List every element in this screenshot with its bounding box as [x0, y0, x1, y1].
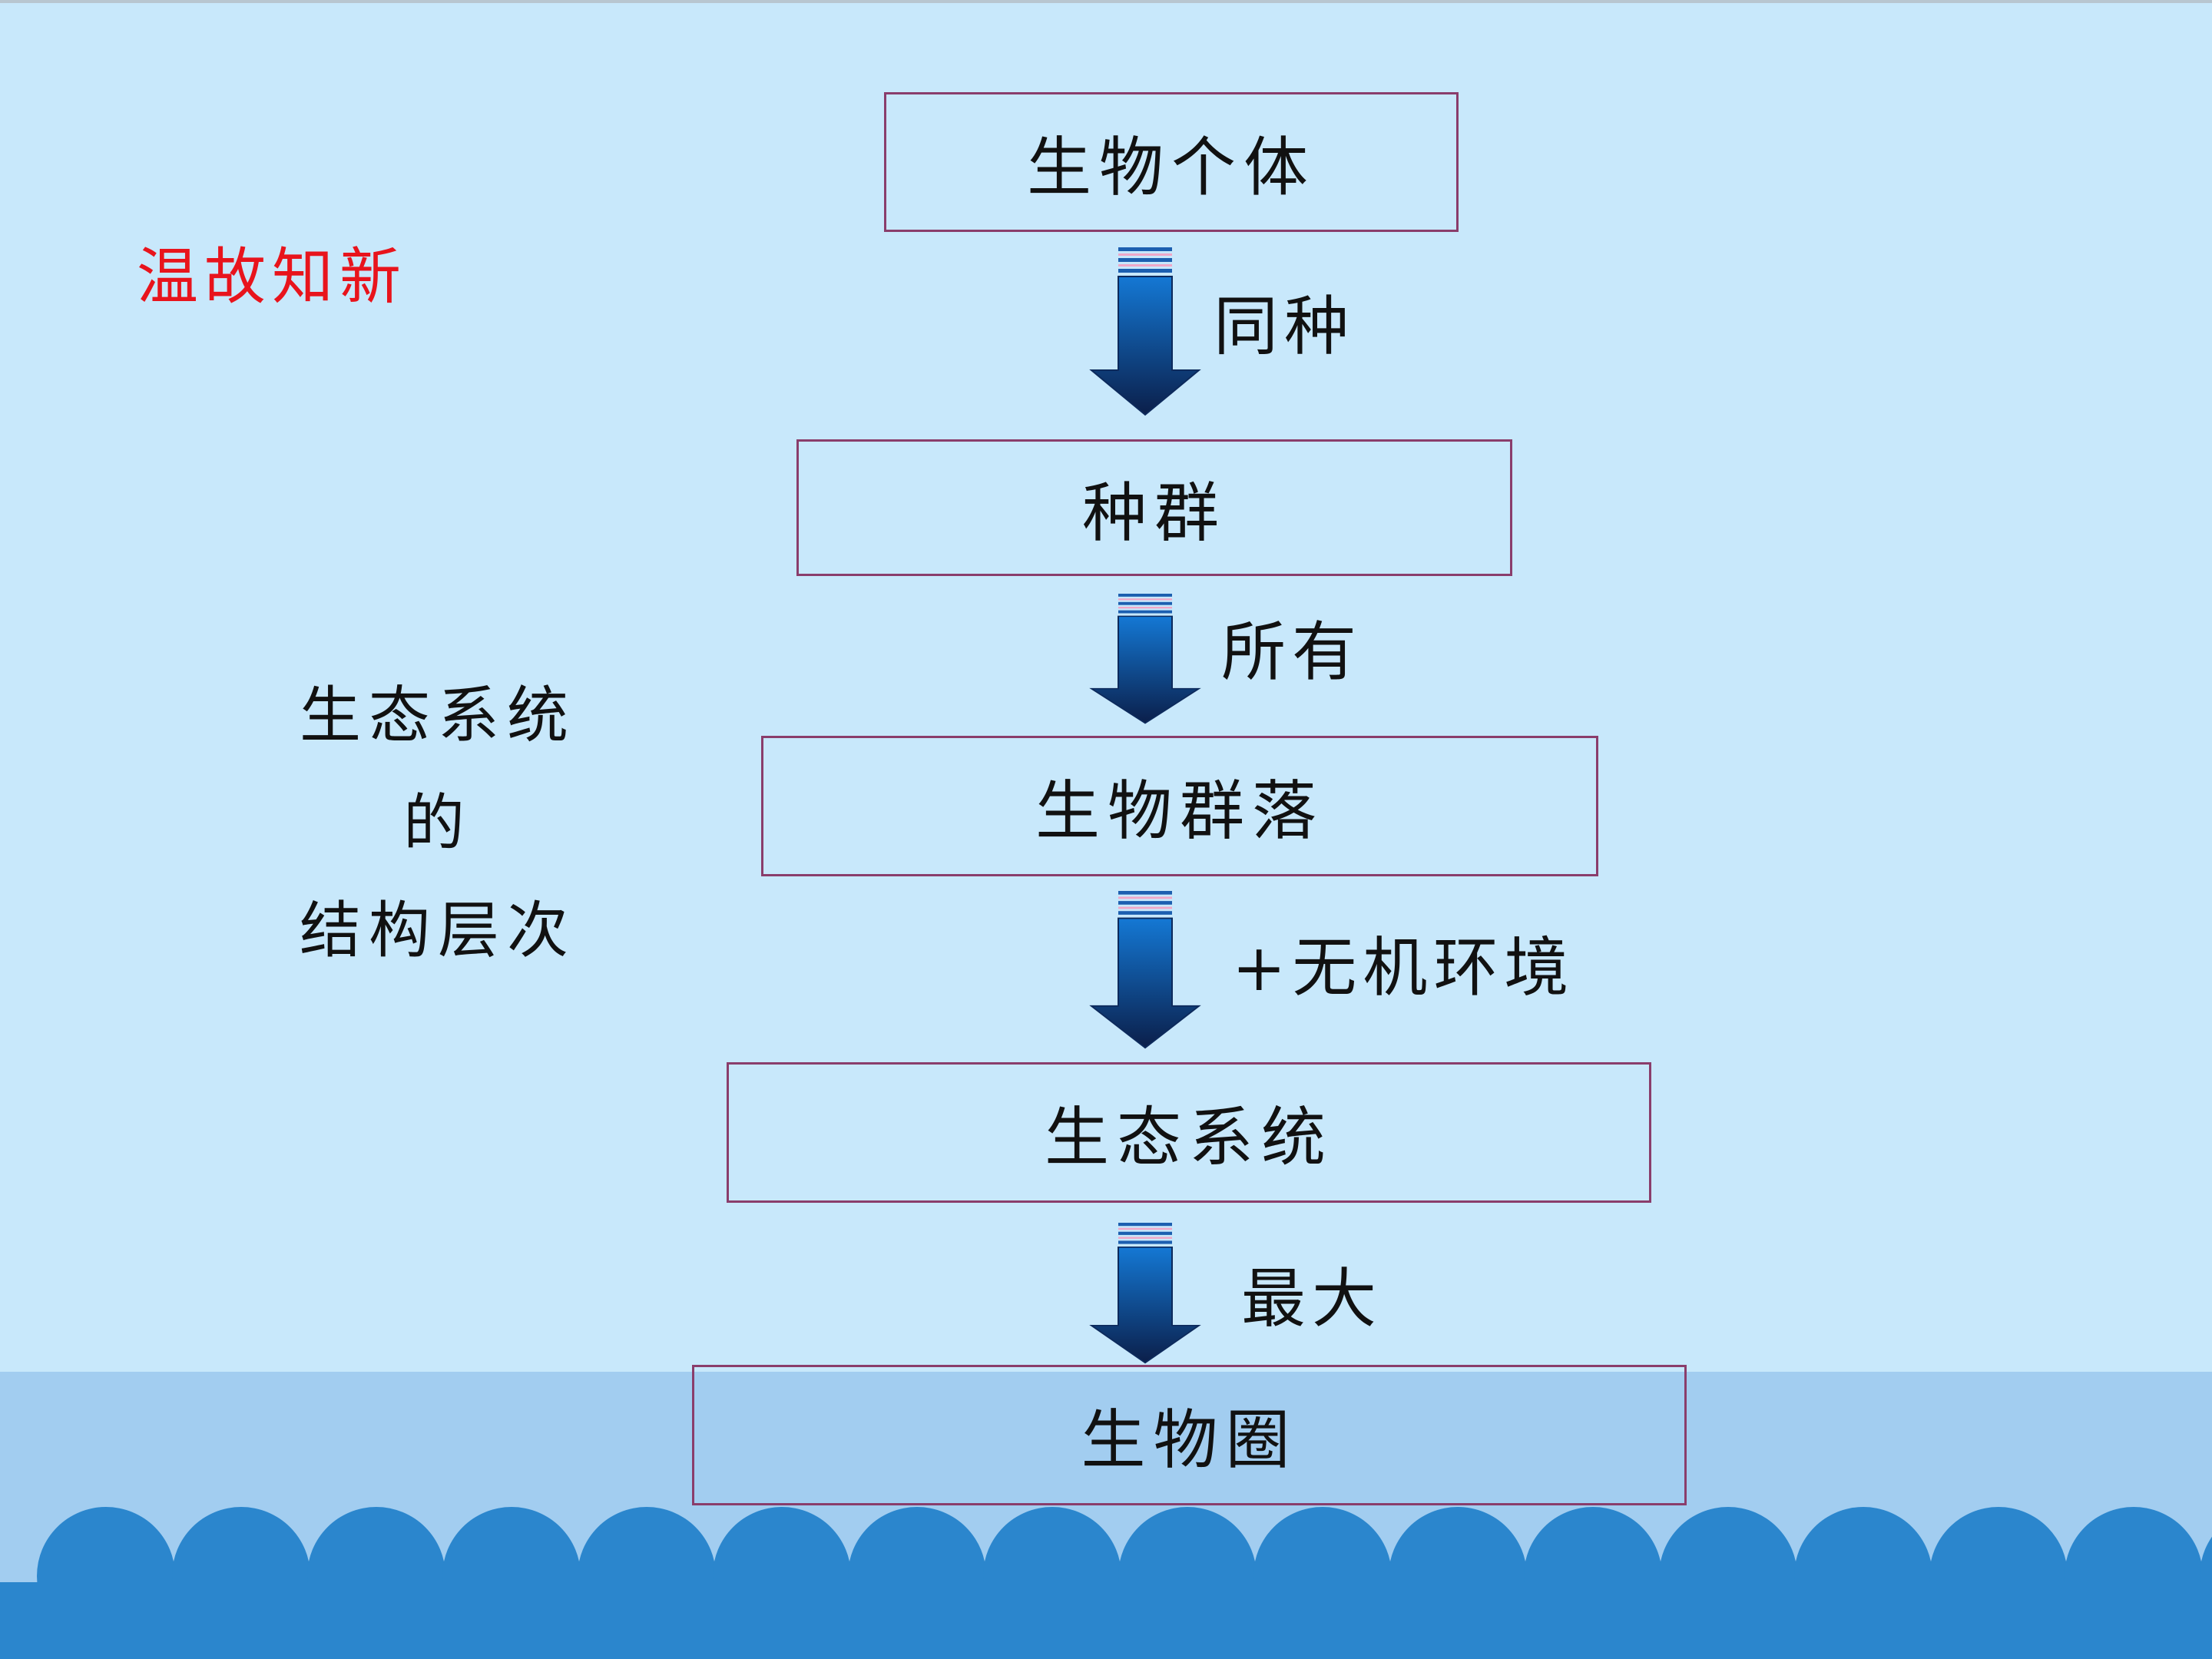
level-box-biosphere: 生物圈	[692, 1365, 1687, 1505]
top-border-line	[0, 0, 2212, 3]
connector-label-largest: 最大	[1241, 1261, 1383, 1336]
side-title-line-1: 生态系统	[300, 680, 576, 751]
connector-label-same-species: 同种	[1214, 289, 1356, 364]
level-box-population: 种群	[796, 439, 1512, 576]
level-box-organism: 生物个体	[884, 92, 1459, 232]
side-title: 生态系统 的 结构层次	[284, 662, 591, 985]
connector-label-all: 所有	[1221, 614, 1363, 690]
connector-label-abiotic-environment: +无机环境	[1232, 930, 1575, 1005]
down-arrow-icon	[1091, 891, 1200, 1049]
review-label: 温故知新	[137, 241, 407, 313]
down-arrow-icon	[1091, 247, 1200, 416]
down-arrow-icon	[1091, 1223, 1200, 1364]
down-arrow-icon	[1091, 594, 1200, 724]
side-title-line-3: 结构层次	[300, 895, 576, 966]
level-box-community: 生物群落	[761, 736, 1598, 876]
side-title-line-2: 的	[403, 787, 472, 859]
wave-base	[0, 1582, 2212, 1659]
level-box-ecosystem: 生态系统	[727, 1062, 1651, 1203]
